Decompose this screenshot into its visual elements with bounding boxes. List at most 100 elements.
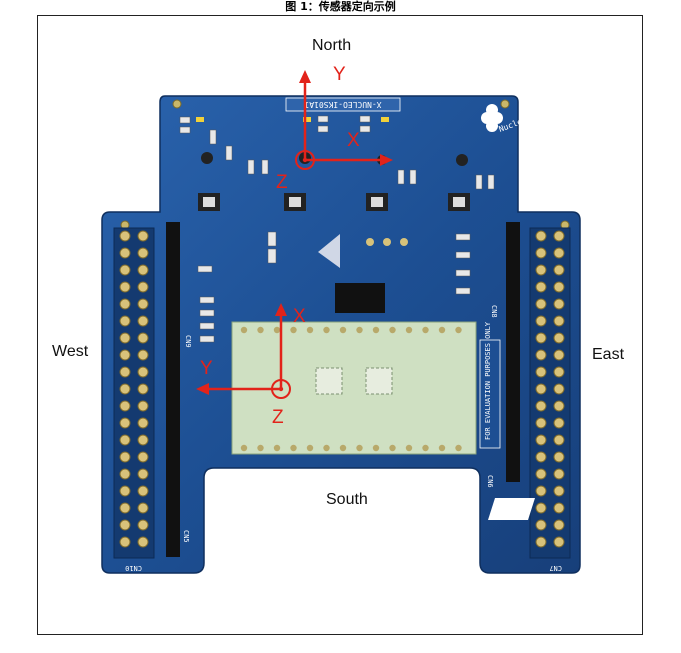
header-pin <box>137 383 149 395</box>
top-axis-x: X <box>347 130 360 151</box>
header-pin <box>535 349 547 361</box>
daughter-pad <box>273 326 281 334</box>
ev-notice-box <box>479 339 501 449</box>
test-point-sda <box>366 238 374 246</box>
daughter-pad <box>389 326 396 334</box>
header-pin <box>553 502 565 514</box>
header-pin <box>137 417 149 429</box>
header-cn7 <box>529 227 571 559</box>
header-pin <box>137 247 149 259</box>
header-pin <box>119 536 131 548</box>
header-pin <box>535 417 547 429</box>
header-pin <box>119 349 131 361</box>
label-cn9: CN9 <box>184 335 192 348</box>
daughter-pad <box>240 444 248 452</box>
header-pin <box>137 281 149 293</box>
header-pin <box>553 230 565 242</box>
header-pin <box>553 315 565 327</box>
bottom-axis-x: X <box>293 306 306 327</box>
header-pin <box>137 349 149 361</box>
header-pin <box>137 264 149 276</box>
header-pin <box>535 451 547 463</box>
header-pin <box>119 315 131 327</box>
daughter-pad <box>306 326 314 334</box>
header-pin <box>535 264 547 276</box>
header-pin <box>553 451 565 463</box>
label-east: East <box>592 346 625 363</box>
header-pin <box>119 298 131 310</box>
header-pin <box>535 383 547 395</box>
header-pin <box>119 519 131 531</box>
header-pin <box>119 434 131 446</box>
daughter-pad <box>257 444 264 452</box>
label-north: North <box>312 37 352 54</box>
header-pin <box>119 383 131 395</box>
figure-frame <box>37 15 643 635</box>
daughter-chip-2 <box>365 367 393 395</box>
top-sensor-axes: Y X Z <box>276 64 393 193</box>
header-pin <box>535 519 547 531</box>
header-pin <box>137 485 149 497</box>
top-axis-y: Y <box>333 64 346 85</box>
daughter-pad <box>356 326 363 334</box>
header-pin <box>553 400 565 412</box>
daughter-pad <box>422 444 429 452</box>
header-pin <box>137 315 149 327</box>
label-west: West <box>52 343 89 360</box>
daughter-pad <box>273 444 281 452</box>
header-pin <box>553 383 565 395</box>
header-pin <box>137 230 149 242</box>
board-title-box <box>285 97 401 112</box>
bottom-sensor-axes: X Y Z <box>196 303 306 428</box>
board-title: X-NUCLEO-IKS01A1 <box>304 100 381 109</box>
st-warning-logo <box>318 234 340 268</box>
header-pin <box>119 485 131 497</box>
header-pin <box>553 366 565 378</box>
header-pin <box>119 230 131 242</box>
label-south: South <box>326 491 368 508</box>
header-pin <box>535 230 547 242</box>
daughter-chip <box>315 367 343 395</box>
label-cn6: CN6 <box>486 475 494 488</box>
header-pin <box>535 281 547 293</box>
top-axis-z: Z <box>276 172 288 193</box>
label-cn5: CN5 <box>182 530 190 543</box>
header-pin <box>553 417 565 429</box>
header-pin <box>535 502 547 514</box>
header-pin <box>553 434 565 446</box>
ev-notice: FOR EVALUATION PURPOSES ONLY <box>484 321 492 440</box>
daughter-pad <box>438 326 446 334</box>
bottom-axis-y: Y <box>200 358 213 379</box>
header-pin <box>137 298 149 310</box>
daughter-pad <box>405 444 413 452</box>
header-pin <box>137 451 149 463</box>
header-pin <box>119 400 131 412</box>
header-pin <box>553 264 565 276</box>
header-pin <box>119 264 131 276</box>
daughter-pad <box>323 326 330 334</box>
test-point-gnd <box>400 238 408 246</box>
daughter-pad <box>306 444 314 452</box>
bottom-axis-z: Z <box>272 407 284 428</box>
header-pin <box>553 298 565 310</box>
header-pin <box>553 485 565 497</box>
header-pin <box>535 366 547 378</box>
daughter-pads <box>240 326 462 452</box>
header-pin <box>137 332 149 344</box>
header-cn10 <box>113 227 155 559</box>
header-pin <box>137 434 149 446</box>
daughter-pad <box>372 444 380 452</box>
header-pin <box>119 281 131 293</box>
header-pin <box>137 519 149 531</box>
daughter-pad <box>323 444 330 452</box>
figure-caption: 图 1：传感器定向示例 <box>285 0 396 13</box>
daughter-pad <box>257 326 264 334</box>
header-pin <box>535 400 547 412</box>
header-pin <box>535 332 547 344</box>
daughter-pad <box>455 326 462 334</box>
label-cn7: CN7 <box>549 564 562 572</box>
label-cn8: CN8 <box>490 305 498 318</box>
led-mid <box>303 117 311 122</box>
daughter-pad <box>339 444 347 452</box>
header-pin <box>137 536 149 548</box>
